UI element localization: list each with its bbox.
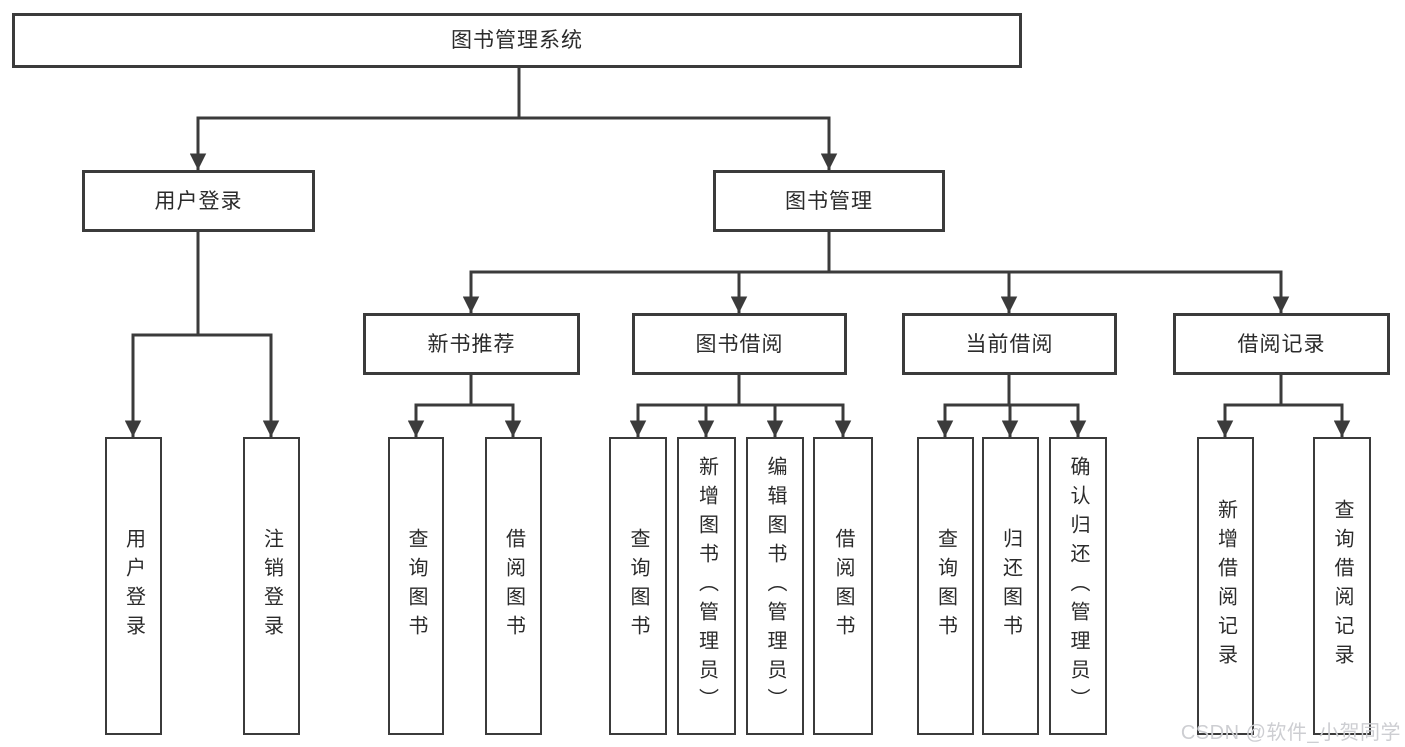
node-label-leaf-edit-book: 编辑图书（管理员） <box>764 455 786 717</box>
node-label-leaf-user-login: 用户登录 <box>122 528 145 644</box>
node-label-leaf-add-book: 新增图书（管理员） <box>695 455 718 717</box>
node-leaf-user-login: 用户登录 <box>105 437 162 735</box>
node-book-borrow: 图书借阅 <box>632 313 847 375</box>
node-leaf-add-book: 新增图书（管理员） <box>677 437 736 735</box>
node-leaf-borrow-book-2: 借阅图书 <box>813 437 873 735</box>
node-current-borrow: 当前借阅 <box>902 313 1117 375</box>
node-leaf-confirm-return: 确认归还（管理员） <box>1049 437 1107 735</box>
node-label-user-login-module: 用户登录 <box>154 189 243 213</box>
node-root: 图书管理系统 <box>12 13 1022 68</box>
node-label-book-borrow: 图书借阅 <box>695 332 784 356</box>
connector-group <box>124 66 1351 437</box>
node-leaf-return-book: 归还图书 <box>982 437 1039 735</box>
node-label-current-borrow: 当前借阅 <box>965 332 1054 356</box>
node-label-root: 图书管理系统 <box>451 29 583 52</box>
node-leaf-query-book-2: 查询图书 <box>609 437 667 735</box>
node-leaf-borrow-book-1: 借阅图书 <box>485 437 542 735</box>
node-label-leaf-query-borrow-record: 查询借阅记录 <box>1331 499 1353 673</box>
node-borrow-records: 借阅记录 <box>1173 313 1390 375</box>
node-label-leaf-logout: 注销登录 <box>260 528 283 644</box>
node-leaf-query-borrow-record: 查询借阅记录 <box>1313 437 1371 735</box>
node-book-management: 图书管理 <box>713 170 945 232</box>
node-user-login-module: 用户登录 <box>82 170 315 232</box>
watermark-text: CSDN @软件_小贺同学 <box>1180 722 1401 744</box>
node-label-leaf-query-book-1: 查询图书 <box>405 528 427 644</box>
node-label-leaf-add-borrow-record: 新增借阅记录 <box>1214 499 1237 673</box>
node-new-book-recommend: 新书推荐 <box>363 313 580 375</box>
node-label-book-management: 图书管理 <box>785 189 873 213</box>
node-label-leaf-query-book-2: 查询图书 <box>627 528 649 644</box>
node-leaf-add-borrow-record: 新增借阅记录 <box>1197 437 1254 735</box>
node-label-leaf-borrow-book-2: 借阅图书 <box>832 528 854 644</box>
node-label-leaf-return-book: 归还图书 <box>999 528 1022 644</box>
node-leaf-query-book-1: 查询图书 <box>388 437 444 735</box>
node-leaf-query-book-3: 查询图书 <box>917 437 974 735</box>
node-label-leaf-confirm-return: 确认归还（管理员） <box>1067 455 1089 717</box>
node-leaf-logout: 注销登录 <box>243 437 300 735</box>
node-label-leaf-query-book-3: 查询图书 <box>934 528 957 644</box>
node-label-new-book-recommend: 新书推荐 <box>427 332 516 356</box>
node-label-borrow-records: 借阅记录 <box>1237 332 1326 356</box>
node-leaf-edit-book: 编辑图书（管理员） <box>746 437 804 735</box>
node-label-leaf-borrow-book-1: 借阅图书 <box>502 528 525 644</box>
